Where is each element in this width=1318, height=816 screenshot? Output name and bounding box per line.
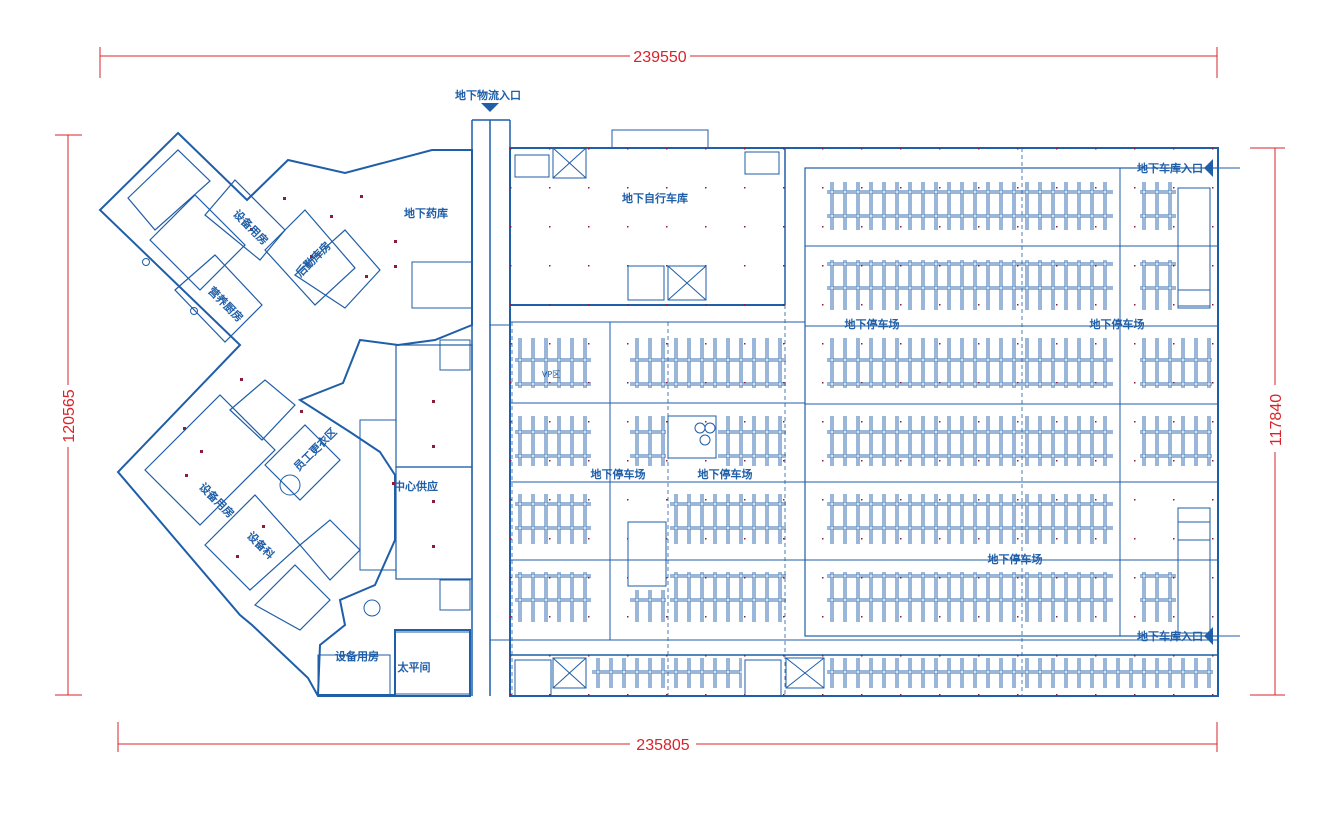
- equipment-room-label-3: 设备用房: [335, 649, 379, 663]
- left-wing-columns: [183, 195, 435, 558]
- equipment-room-label-2: 设备用房: [196, 480, 237, 521]
- logistics-store-label: 后勤库房: [293, 239, 334, 280]
- dimension-right-text: 117840: [1268, 394, 1285, 446]
- equipment-dept-label: 设备科: [244, 529, 277, 562]
- dimension-top-text: 239550: [633, 49, 686, 66]
- garage-entrance-top-arrow-icon: [1204, 159, 1213, 177]
- morgue-label: 太平间: [397, 660, 431, 674]
- bicycle-garage-label: 地下自行车库: [622, 191, 688, 205]
- pharmacy-label: 地下药库: [404, 206, 448, 220]
- stair-cores: [514, 147, 1211, 697]
- parking-label-b: 地下停车场: [1090, 317, 1145, 331]
- garage-entrance-top-label: 地下车库入口: [1137, 161, 1203, 175]
- parking-label-c: 地下停车场: [591, 467, 646, 481]
- logistics-entrance-label: 地下物流入口: [455, 88, 521, 102]
- parking-label-a: 地下停车场: [845, 317, 900, 331]
- left-wing-walls: [98, 131, 473, 697]
- parking-label-e: 地下停车场: [988, 552, 1043, 566]
- parking-label-d: 地下停车场: [698, 467, 753, 481]
- vip-label: VP区: [542, 370, 560, 379]
- dimension-left-text: 120565: [61, 389, 78, 442]
- garage-entrance-bottom-label: 地下车库入口: [1137, 629, 1203, 643]
- dimension-bottom-text: 235805: [636, 737, 689, 754]
- central-supply-label: 中心供应: [394, 479, 438, 493]
- column-grid: [510, 148, 1220, 698]
- garage-entrance-bottom-arrow-icon: [1204, 627, 1213, 645]
- dimension-lines: [55, 47, 1285, 752]
- logistics-arrow-icon: [481, 103, 499, 112]
